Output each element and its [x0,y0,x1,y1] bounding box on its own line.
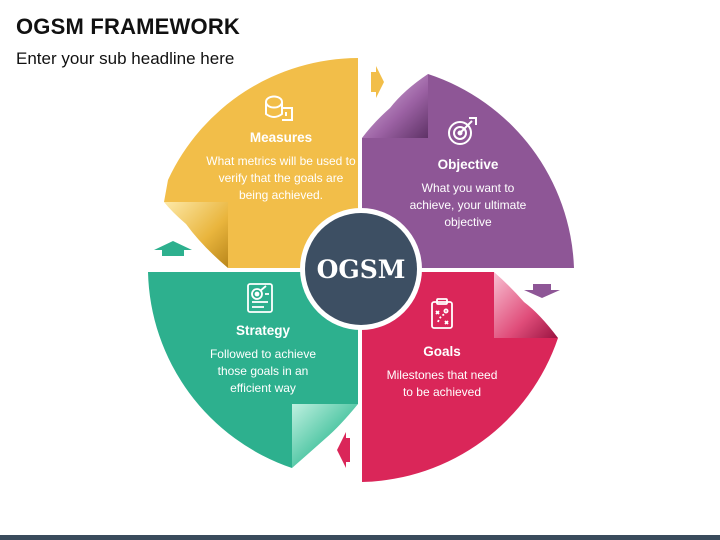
bottom-bar [0,535,720,540]
page-title: OGSM FRAMEWORK [16,14,241,39]
objective-description: What you want to achieve, your ultimate … [409,181,527,229]
goals-description: Milestones that need to be achieved [386,368,498,399]
strategy-page-curl [292,404,358,468]
page-subtitle: Enter your sub headline here [16,49,235,68]
center-circle [305,213,417,325]
arrow-down-icon [524,284,560,298]
measures-quadrant [164,58,358,268]
checklist-target-icon [247,283,273,313]
objective-page-curl [362,74,428,138]
strategy-shape [148,272,358,468]
goals-page-curl [494,272,558,338]
measures-description: What metrics will be used to verify that… [206,154,356,202]
measures-page-curl [164,202,228,268]
measures-text: Measures What metrics will be used to ve… [206,130,356,204]
objective-text: Objective What you want to achieve, your… [398,157,538,231]
strategy-quadrant [148,272,358,468]
arrow-left-icon [337,432,350,468]
arrow-right-icon [371,66,384,98]
goals-text: Goals Milestones that need to be achieve… [386,344,498,401]
arrow-up-icon [154,241,192,256]
strategy-description: Followed to achieve those goals in an ef… [209,347,317,395]
objective-shape [362,74,574,268]
measures-shape [164,58,358,268]
goals-quadrant [362,272,558,482]
center-label: OGSM [316,254,406,284]
measures-title: Measures [249,130,313,145]
measuring-tape-icon [265,95,293,121]
strategy-title: Strategy [235,323,291,338]
goals-shape [362,272,558,482]
strategy-clipboard-icon [431,298,453,329]
strategy-text: Strategy Followed to achieve those goals… [196,323,330,397]
target-arrow-icon [448,117,477,145]
objective-quadrant [362,74,574,268]
objective-title: Objective [437,157,499,172]
goals-title: Goals [423,344,461,359]
